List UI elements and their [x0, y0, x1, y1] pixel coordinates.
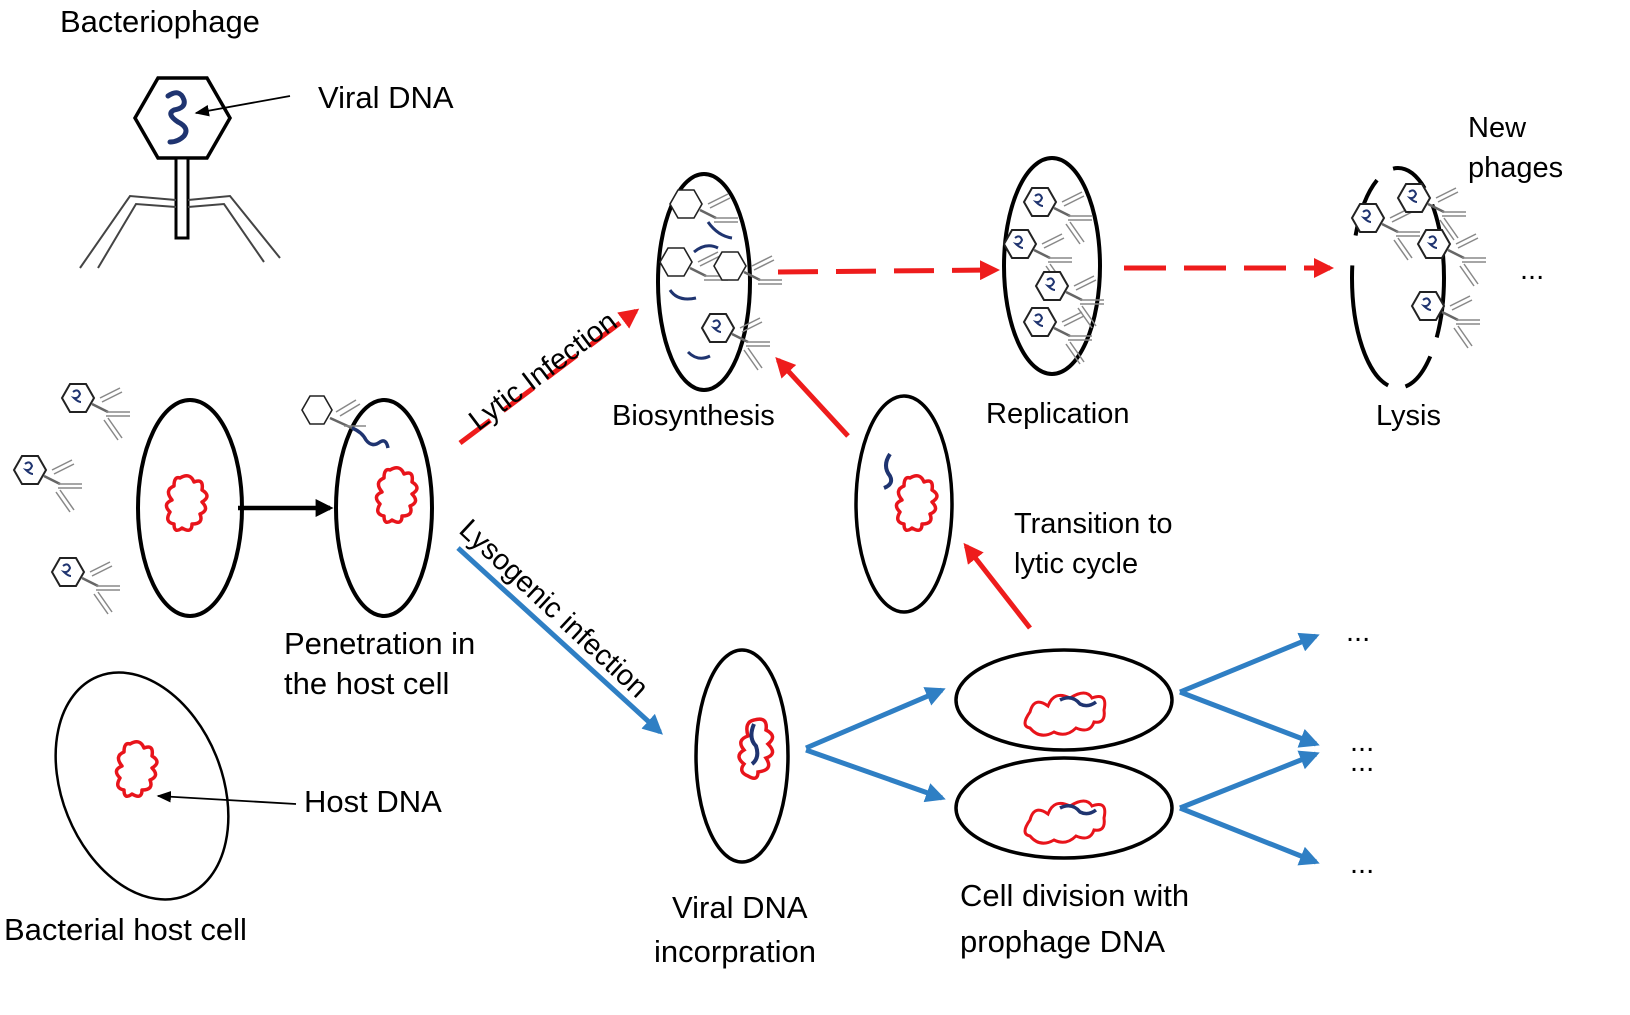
arrow-transition-to-biosynthesis: [775, 357, 850, 438]
arrow-division-top-up: [1179, 632, 1320, 695]
label-penetration-line1: Penetration in: [284, 626, 476, 661]
label-viral-dna: Viral DNA: [318, 80, 454, 115]
label-viral-dna-incorporation-line1: Viral DNA: [672, 890, 808, 925]
arrow-incorporation-to-division-bottom: [805, 747, 946, 803]
phage-icon-3: [50, 556, 122, 616]
label-transition-line1: Transition to: [1014, 508, 1173, 540]
ellipsis-4: ...: [1350, 848, 1375, 880]
arrow-biosynthesis-to-replication: [777, 260, 1000, 281]
arrow-incorporation-to-division-top: [805, 687, 946, 751]
label-biosynthesis: Biosynthesis: [612, 400, 775, 432]
label-bacterial-host-cell: Bacterial host cell: [4, 912, 247, 947]
ellipsis-2: ...: [1350, 726, 1375, 758]
cell-division-bottom: [954, 756, 1174, 860]
label-host-dna: Host DNA: [304, 784, 442, 819]
label-cell-division-line2: prophage DNA: [960, 924, 1166, 959]
label-bacteriophage: Bacteriophage: [60, 4, 260, 39]
arrow-lysogenic-infection: [456, 546, 663, 735]
label-cell-division-line1: Cell division with: [960, 878, 1190, 913]
bacteriophage-illustration: [79, 76, 291, 269]
arrow-division-bottom-up: [1179, 750, 1320, 811]
cell-viral-dna-incorporation: [694, 648, 790, 864]
bacterial-host-cell: [54, 671, 297, 901]
phage-icon-1: [60, 382, 132, 442]
phage-icon-2: [12, 454, 84, 514]
cell-transition: [854, 394, 954, 614]
label-replication: Replication: [986, 398, 1130, 430]
label-new-phages-line1: New: [1468, 112, 1527, 144]
cell-replication: [1002, 156, 1106, 376]
label-penetration-line2: the host cell: [284, 666, 450, 701]
arrow-division-bottom-down: [1179, 805, 1320, 866]
arrow-lytic-infection: [458, 308, 640, 445]
label-lysis: Lysis: [1376, 400, 1441, 432]
host-cell-penetration: [301, 395, 434, 618]
host-cell-attachment: [136, 398, 244, 618]
arrow-division-to-transition: [963, 542, 1032, 630]
cell-biosynthesis: [656, 172, 784, 392]
arrow-division-top-down: [1179, 689, 1320, 748]
label-transition-line2: lytic cycle: [1014, 548, 1139, 580]
label-viral-dna-incorporation-line2: incorpration: [654, 934, 816, 969]
ellipsis-3: ...: [1350, 746, 1375, 778]
label-new-phages-line2: phages: [1468, 152, 1564, 184]
cell-lysis: [1350, 166, 1488, 390]
cell-division-top: [954, 648, 1174, 752]
ellipsis-1: ...: [1346, 616, 1371, 648]
ellipsis-lysis: ...: [1520, 254, 1545, 286]
